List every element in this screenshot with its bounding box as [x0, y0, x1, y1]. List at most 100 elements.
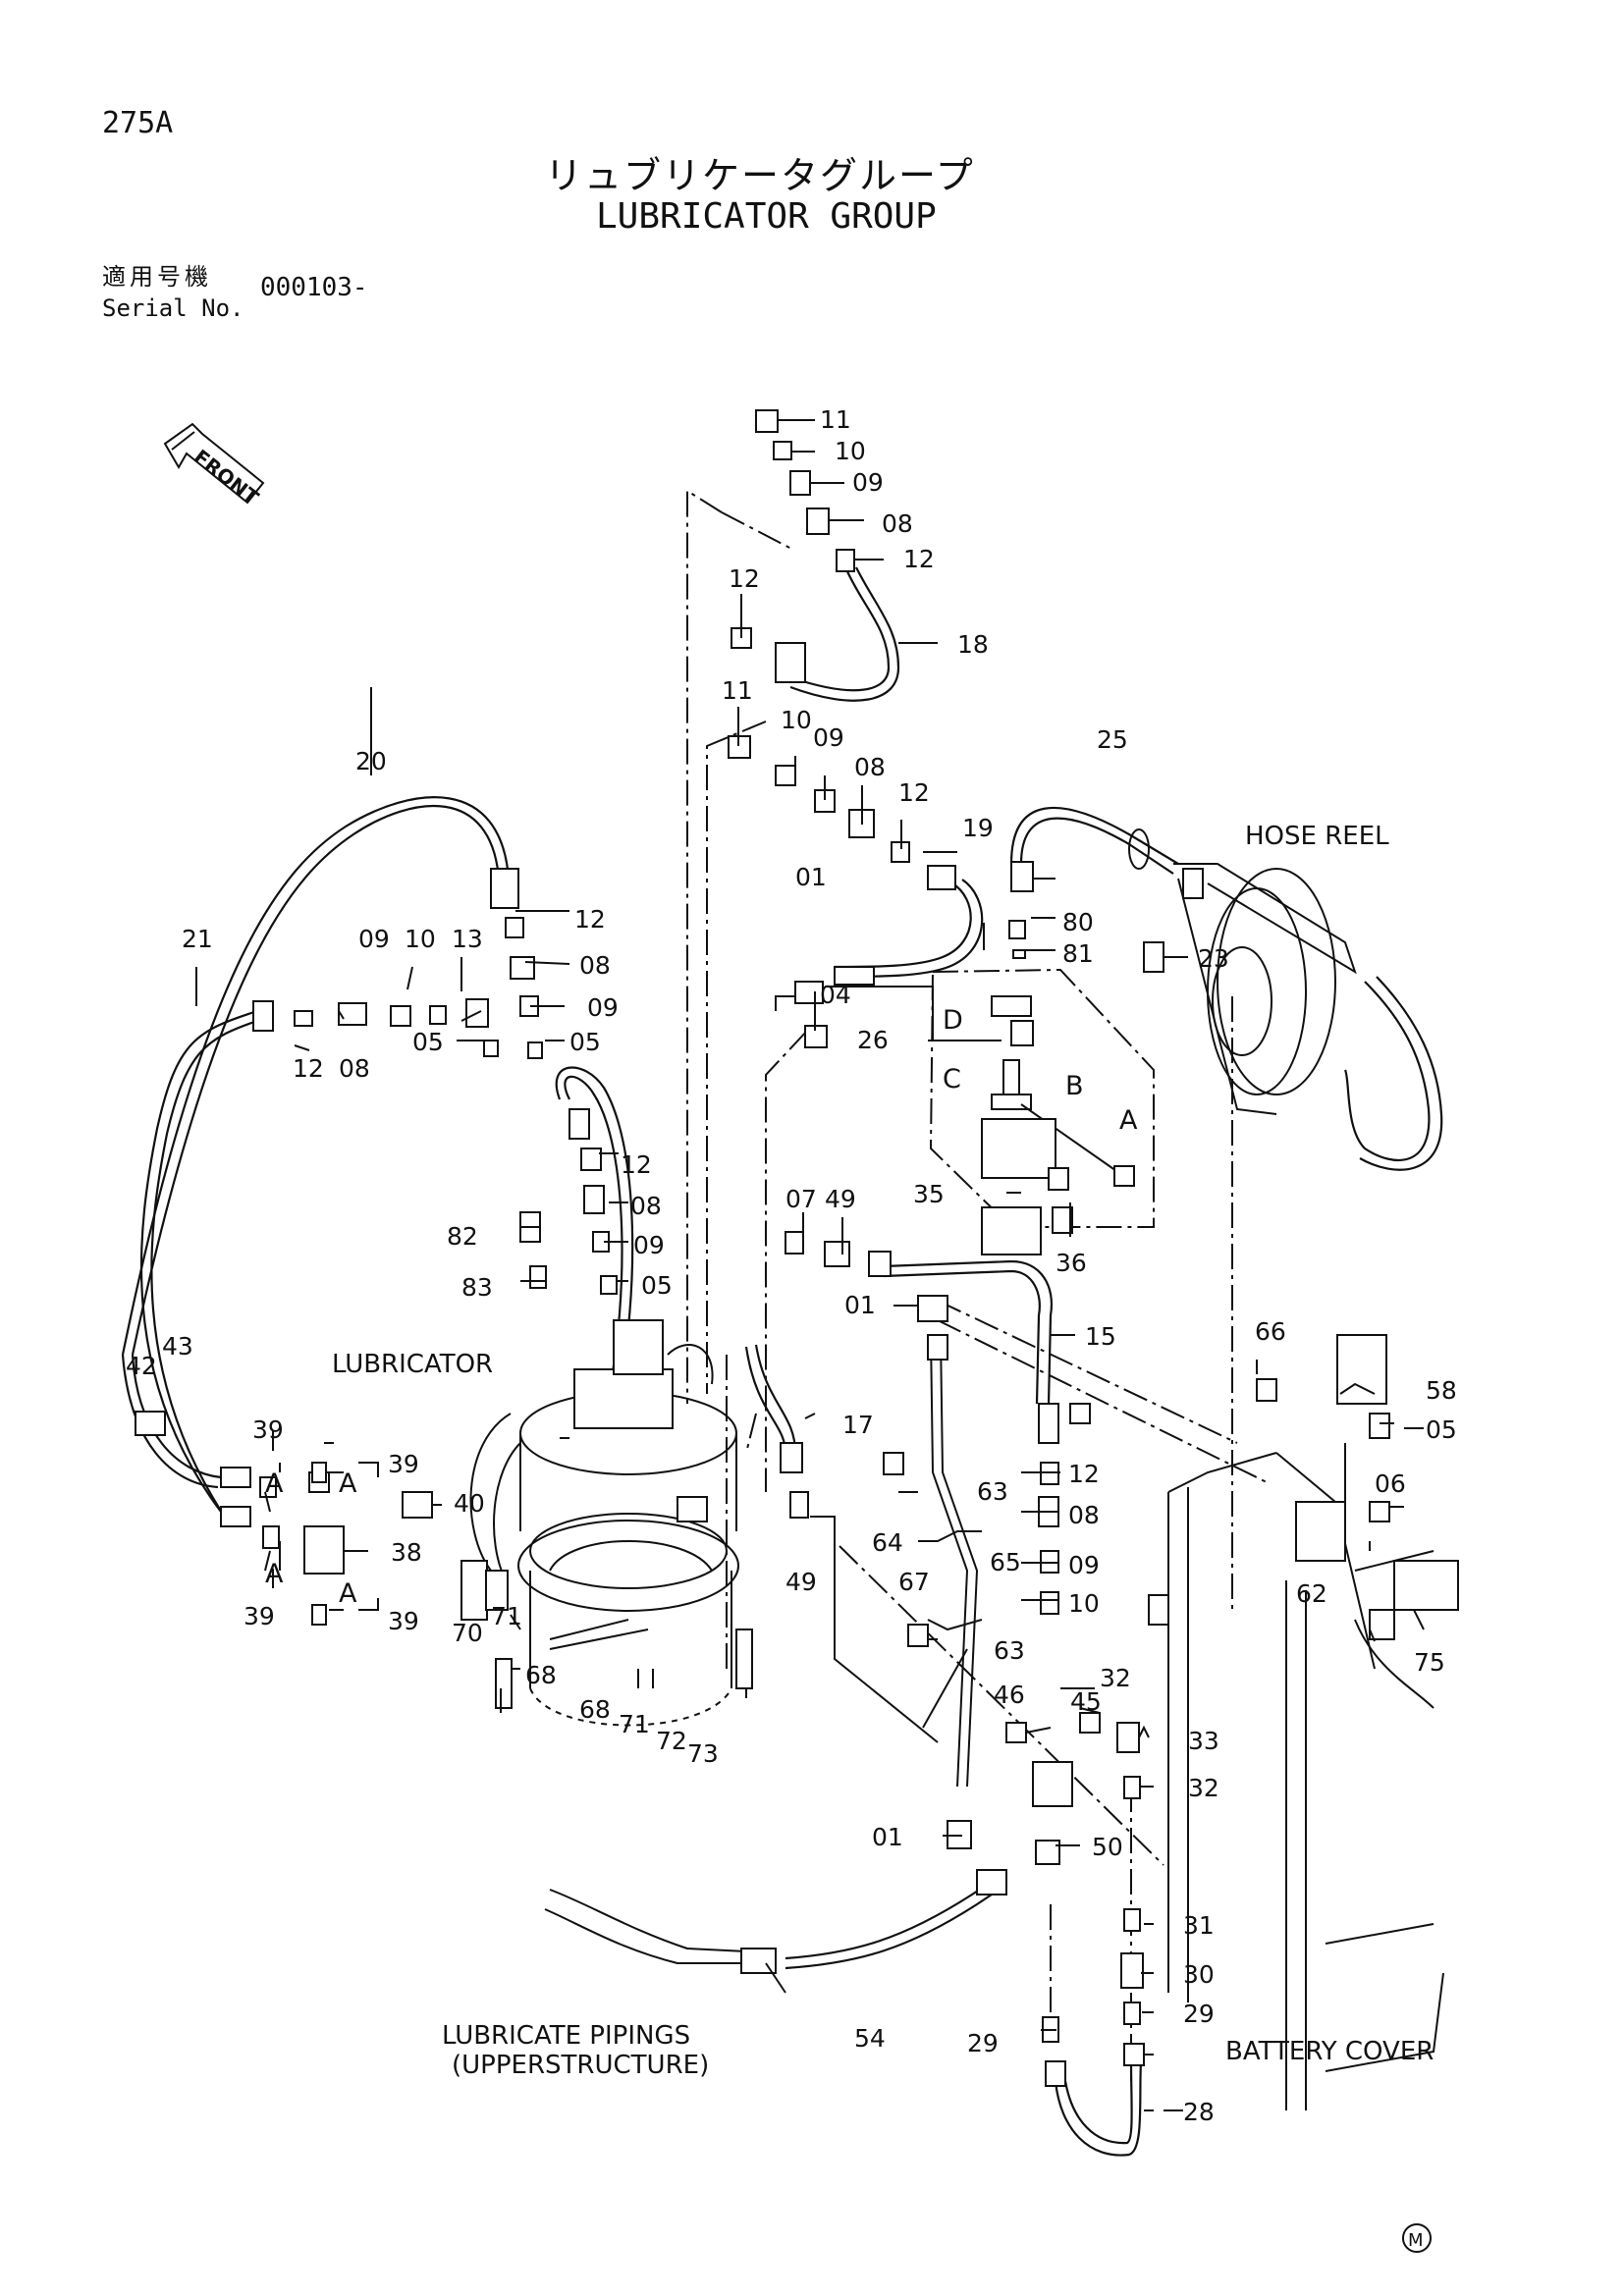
callout-62: 62 [1296, 1579, 1327, 1608]
callout-38: 38 [391, 1538, 422, 1567]
callout-70: 70 [452, 1619, 483, 1647]
callout-B: B [1065, 1071, 1084, 1101]
callout-71-a: 71 [491, 1602, 522, 1630]
title-english: LUBRICATOR GROUP [596, 196, 937, 237]
callout-39-d: 39 [388, 1607, 419, 1635]
page-number: 275A [102, 106, 174, 140]
callout-10-c: 10 [405, 925, 436, 953]
leader-lines [195, 419, 1425, 2111]
title-japanese: リュブリケータグループ [545, 154, 975, 197]
lubricate-pipings-label: LUBRICATE PIPINGS [442, 2021, 690, 2051]
callout-18: 18 [957, 630, 989, 659]
callout-10-e: 10 [1068, 1589, 1100, 1618]
callout-10-top: 10 [835, 437, 866, 465]
callout-73: 73 [687, 1739, 719, 1768]
callout-82: 82 [447, 1222, 478, 1251]
callout-68-b: 68 [579, 1695, 611, 1724]
callout-39-a: 39 [252, 1415, 284, 1444]
callout-64: 64 [872, 1528, 903, 1557]
front-arrow-icon: FRONT [163, 422, 265, 509]
lubricator-tank [469, 1319, 739, 1727]
callout-08-c: 08 [339, 1054, 370, 1083]
callout-12-e: 12 [1068, 1460, 1100, 1488]
callout-09-b: 09 [587, 993, 619, 1022]
callout-29-b: 29 [967, 2029, 999, 2057]
callout-45: 45 [1070, 1687, 1102, 1716]
callout-10-mid: 10 [781, 706, 812, 734]
upperstructure-label: (UPPERSTRUCTURE) [452, 2051, 709, 2080]
callout-A-3: A [265, 1559, 284, 1589]
callout-11-top: 11 [820, 405, 851, 434]
callout-65: 65 [990, 1548, 1021, 1576]
callout-67: 67 [898, 1568, 930, 1596]
serial-label-japanese: 適用号機 [102, 263, 212, 291]
serial-label-english: Serial No. [102, 294, 244, 322]
callout-72: 72 [656, 1727, 687, 1755]
callout-05-d: 05 [1426, 1415, 1457, 1444]
callout-08-d: 08 [630, 1192, 662, 1220]
callout-17: 17 [842, 1411, 874, 1439]
callout-12-c: 12 [293, 1054, 324, 1083]
callout-54: 54 [854, 2024, 886, 2053]
callout-01-mid: 01 [844, 1291, 876, 1319]
callout-08-top: 08 [882, 509, 913, 538]
callout-12-b: 12 [574, 905, 606, 934]
callout-09-e: 09 [1068, 1551, 1100, 1579]
callout-39-b: 39 [388, 1450, 419, 1478]
callout-32-a: 32 [1100, 1664, 1131, 1692]
dash-dot-lines [686, 489, 1268, 2081]
callout-08-mid: 08 [854, 753, 886, 781]
callout-32-b: 32 [1188, 1774, 1219, 1802]
callout-43: 43 [162, 1332, 193, 1361]
callout-31: 31 [1183, 1911, 1215, 1940]
callout-42: 42 [126, 1352, 157, 1380]
callout-21: 21 [182, 925, 213, 953]
callout-58: 58 [1426, 1376, 1457, 1405]
callout-81: 81 [1062, 939, 1094, 968]
callout-63-b: 63 [994, 1636, 1025, 1665]
callout-19: 19 [962, 814, 994, 842]
callout-08-b: 08 [579, 951, 611, 980]
callout-28: 28 [1183, 2098, 1215, 2126]
callout-35: 35 [913, 1180, 945, 1208]
callout-D: D [943, 1005, 963, 1036]
callout-49-bottom: 49 [785, 1568, 817, 1596]
callout-36: 36 [1056, 1249, 1087, 1277]
callout-33: 33 [1188, 1727, 1219, 1755]
callout-25: 25 [1097, 725, 1128, 754]
callout-A-kit: A [1119, 1105, 1138, 1136]
callout-40: 40 [454, 1489, 485, 1518]
callout-05-a: 05 [412, 1028, 444, 1056]
kit-26-outline [929, 968, 1155, 1228]
hose-reel-label: HOSE REEL [1245, 822, 1389, 851]
callout-39-c: 39 [244, 1602, 275, 1630]
callout-05-b: 05 [569, 1028, 601, 1056]
battery-cover-label: BATTERY COVER [1225, 2037, 1434, 2066]
callout-80: 80 [1062, 908, 1094, 936]
callout-50: 50 [1092, 1833, 1123, 1861]
svg-text:M: M [1408, 2230, 1424, 2251]
callout-12-mid: 12 [898, 778, 930, 807]
callout-75: 75 [1414, 1648, 1445, 1677]
callout-08-e: 08 [1068, 1501, 1100, 1529]
serial-value: 000103- [260, 273, 368, 302]
revision-mark: M [1402, 2223, 1432, 2253]
callout-A-2: A [339, 1468, 357, 1499]
lubricator-label: LUBRICATOR [332, 1350, 493, 1379]
callout-15: 15 [1085, 1322, 1116, 1351]
callout-71-b: 71 [619, 1710, 650, 1738]
callout-63-a: 63 [977, 1477, 1008, 1506]
callout-12-left: 12 [729, 564, 760, 593]
callout-09-top: 09 [852, 468, 884, 497]
callout-68-a: 68 [525, 1661, 557, 1689]
callout-13: 13 [452, 925, 483, 953]
callout-12-d: 12 [621, 1150, 652, 1179]
callout-09-mid: 09 [813, 723, 844, 752]
callout-05-c: 05 [641, 1271, 673, 1300]
callout-23: 23 [1198, 944, 1229, 973]
callout-30: 30 [1183, 1960, 1215, 1989]
callout-04: 04 [820, 981, 851, 1009]
callout-83: 83 [461, 1273, 493, 1302]
hoses [121, 566, 1443, 2157]
